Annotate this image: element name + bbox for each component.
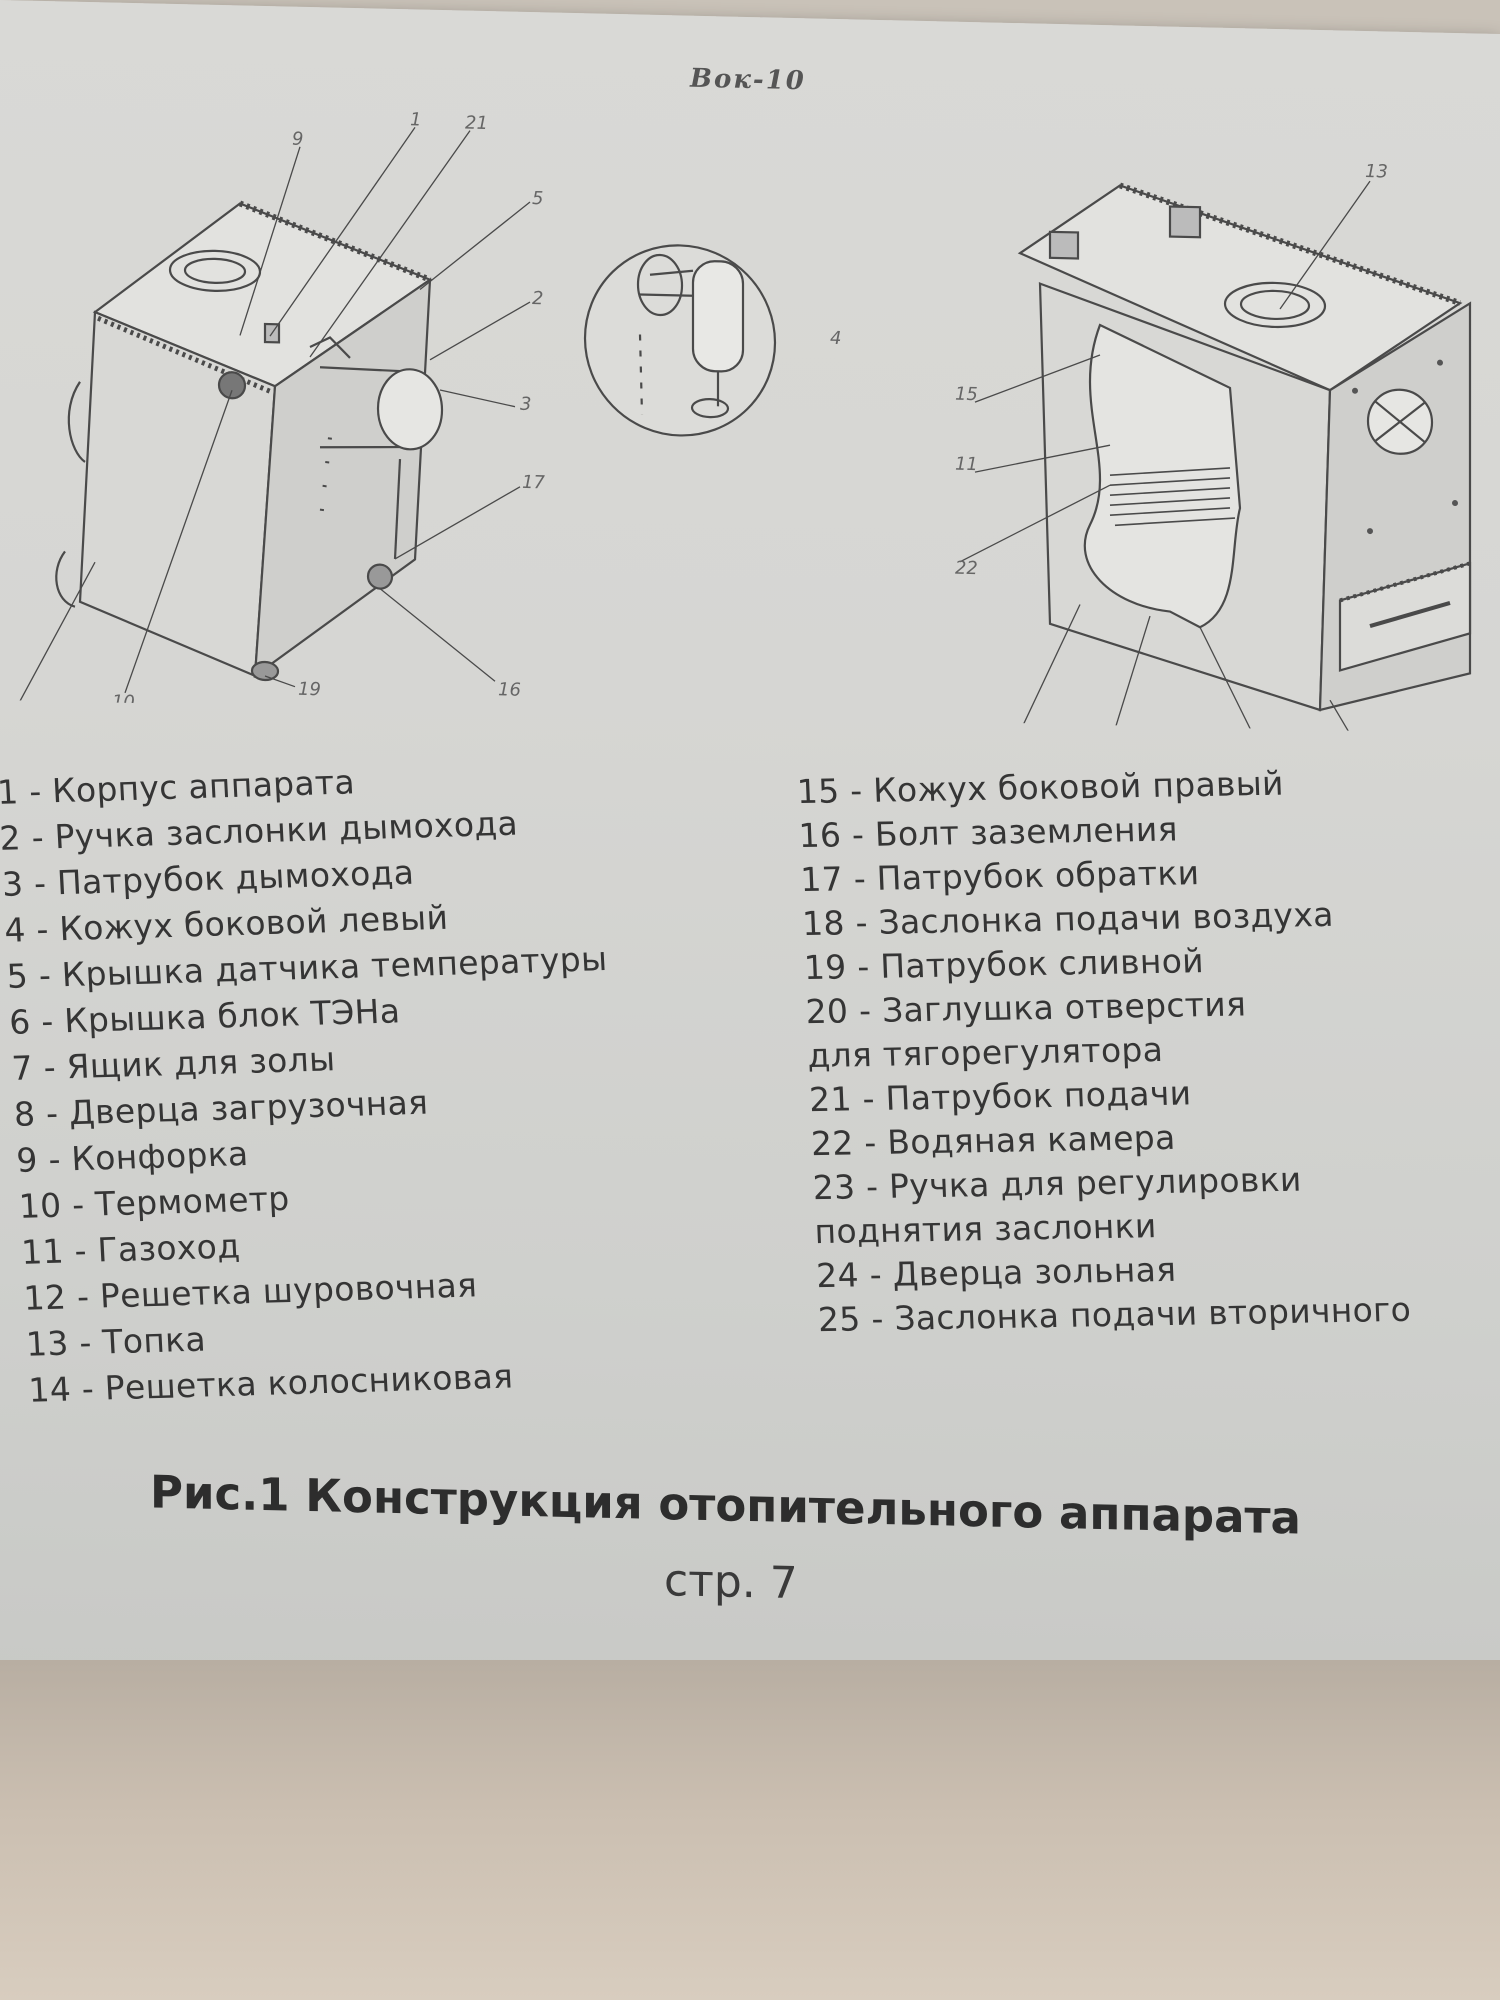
callout-10: 10 xyxy=(112,692,135,714)
callout-1: 1 xyxy=(410,109,421,130)
legend-item-25: 25 - Заслонка подачи вторичного xyxy=(817,1289,1412,1340)
legend-right-list: 15 - Кожух боковой правый 16 - Болт зазе… xyxy=(796,760,1412,1342)
callout-13: 13 xyxy=(1365,161,1388,183)
figure-caption: Рис.1 Конструкция отопительного аппарата xyxy=(150,1465,1301,1545)
table-surface xyxy=(0,1660,1500,2000)
legend-left-list: 1 - Корпус аппарата 2 - Ручка заслонки д… xyxy=(0,752,630,1414)
callout-16: 16 xyxy=(498,679,521,701)
callout-22: 22 xyxy=(955,558,978,580)
callout-17: 17 xyxy=(522,472,545,494)
manual-page: Вок-10 xyxy=(0,0,1500,1725)
right-unit-drawing: 15 11 22 13 6 14 7 4 xyxy=(955,161,1472,735)
page-number: стр. 7 xyxy=(664,1555,798,1610)
callout-9: 9 xyxy=(292,129,303,150)
callout-2: 2 xyxy=(532,288,543,309)
callout-detail-4: 4 xyxy=(830,328,841,349)
callout-11: 11 xyxy=(955,454,978,476)
model-label: Вок-10 xyxy=(690,63,806,97)
callout-3: 3 xyxy=(520,394,531,415)
callout-15: 15 xyxy=(955,384,978,406)
detail-circle-drawing: 4 xyxy=(583,244,841,437)
heater-drawing: 9 1 21 5 2 3 17 16 19 10 5 xyxy=(5,109,1472,735)
callout-5b: 5 xyxy=(5,709,16,730)
left-unit-drawing: 9 1 21 5 2 3 17 16 19 10 5 xyxy=(5,109,545,730)
callout-21: 21 xyxy=(465,113,488,135)
callout-19: 19 xyxy=(298,679,321,701)
callout-5a: 5 xyxy=(532,188,543,209)
